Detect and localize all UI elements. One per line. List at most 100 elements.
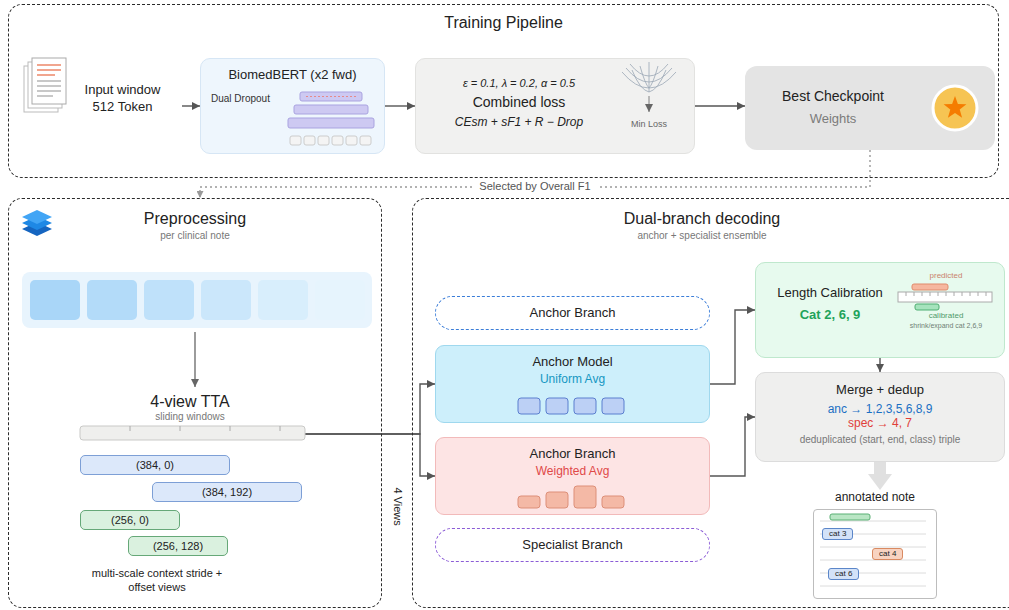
box-title: annotated note: [805, 490, 945, 505]
note-chunk-band-part: [201, 280, 251, 320]
box-text: sliding windows: [75, 411, 305, 423]
view-count-label: 4 Views: [390, 477, 403, 537]
layers-icon-part: [22, 216, 52, 230]
text-column: Anchor ModelUniform Avg: [436, 354, 709, 386]
text-column: BiomedBERT (x2 fwd) Dual Dropout: [211, 67, 374, 105]
layers-icon-part: [22, 222, 52, 236]
text-column: Input window 512 Token: [80, 52, 165, 116]
box-title: (256, 128): [129, 537, 227, 555]
text-column: Best CheckpointWeights: [753, 74, 913, 126]
text-column: 4-view TTAsliding windows: [75, 392, 305, 423]
box-text: anchor + specialist ensemble: [413, 230, 991, 242]
encoder-layers-icon-part: [318, 136, 329, 145]
uniform-weights-icon-part: [546, 398, 568, 414]
checkpoint-box: Best CheckpointWeights: [745, 66, 995, 150]
note-lines: [820, 514, 926, 586]
length-ruler-icon: [898, 284, 992, 310]
input-window: Input window 512 Token: [20, 52, 180, 142]
length-ruler-icon-part: [915, 304, 939, 310]
box-title: ε = 0.1, λ = 0.2, α = 0.5: [424, 77, 614, 90]
box-title: (384, 0): [81, 456, 229, 474]
loss-surface-icon-part: [630, 64, 668, 76]
box-text: Uniform Avg: [436, 372, 709, 386]
view-arrow: [305, 384, 435, 434]
encoder-layers-icon-part: [290, 136, 301, 145]
uniform-weights-icon-part: [574, 398, 596, 414]
note-label: multi-scale context stride + offset view…: [82, 566, 232, 595]
edge-label: Selected by Overall F1: [473, 180, 596, 193]
encoder-layers-icon: [288, 92, 374, 145]
box-text: Combined loss: [424, 94, 614, 111]
box-title: Best Checkpoint: [753, 88, 913, 105]
box-text: Cat 2, 6, 9: [764, 307, 896, 323]
box-text: cat 3: [822, 528, 853, 540]
box-title: Length Calibration: [764, 285, 896, 301]
text-column: Specialist Branch: [436, 529, 709, 560]
preprocessing-panel: Preprocessingper clinical note4-view TTA…: [8, 198, 382, 608]
box-title: Anchor Branch: [436, 297, 709, 328]
box-title: Training Pipeline: [9, 13, 998, 32]
box-text: Weighted Avg: [436, 464, 709, 478]
note-chunk-band-part: [30, 280, 80, 320]
box-title: Anchor Branch: [436, 446, 709, 462]
window-pill: (256, 0): [80, 510, 180, 530]
encoder-layers-icon-part: [306, 96, 356, 97]
encoder-layers-icon-part: [346, 136, 357, 145]
text-column: Min Loss: [614, 67, 684, 130]
layers-icon-part: [22, 210, 52, 224]
note-lines-part: [830, 514, 870, 520]
box-text: shrink/expand cat 2,6,9: [896, 321, 996, 330]
weighted-weights-icon-part: [602, 496, 624, 508]
box-text: cat 4: [872, 548, 903, 560]
flow-arrow: [879, 358, 880, 372]
encoder-layers-icon-part: [332, 136, 343, 145]
flow-arrow: [385, 105, 415, 106]
text-column: (384, 192): [153, 483, 301, 501]
document-icon-part: [28, 62, 62, 108]
loss-box: ε = 0.1, λ = 0.2, α = 0.5Combined lossCE…: [415, 58, 695, 154]
note-sheet: cat 3 cat 4 cat 6: [813, 509, 937, 599]
flow-arrow: [710, 417, 755, 476]
length-ruler-icon-part: [898, 292, 992, 302]
box-text: CEsm + sF1 + R − Drop: [424, 115, 614, 129]
box-title: (384, 192): [153, 483, 301, 501]
box-title: Anchor Model: [436, 354, 709, 370]
loss-surface-icon-part: [626, 68, 672, 82]
checkpoint-star-icon: [933, 86, 977, 130]
box-title: Specialist Branch: [436, 529, 709, 560]
window-ruler-part: [80, 426, 305, 440]
box-text: per clinical note: [9, 230, 381, 242]
window-pill: (384, 0): [80, 455, 230, 475]
encoder-layers-icon-part: [300, 92, 362, 101]
branch-pill: Anchor Branch: [435, 296, 710, 330]
document-icon-part: [24, 66, 58, 112]
encoder-layers-icon-part: [304, 136, 315, 145]
length-ruler-icon-part: [912, 284, 948, 290]
layers-icon: [22, 210, 52, 236]
box-text: Dual Dropout: [211, 93, 374, 105]
checkpoint-star-icon-part: [944, 96, 967, 118]
box-text: spec → 4, 7: [762, 416, 998, 430]
tta-group: 4-view TTAsliding windows: [75, 392, 305, 444]
uniform-weights-icon-part: [518, 398, 540, 414]
box-title: (256, 0): [81, 511, 179, 529]
output-arrow: [874, 462, 886, 476]
text-column: Anchor BranchWeighted Avg: [436, 446, 709, 478]
box-title: BiomedBERT (x2 fwd): [211, 67, 374, 83]
text-column: annotated note: [805, 490, 945, 505]
weighted-weights-icon-part: [546, 492, 568, 508]
note-lines-part: [820, 521, 926, 586]
text-column: Length CalibrationCat 2, 6, 9: [764, 271, 896, 330]
decoding-panel: Dual-branch decoding anchor + specialist …: [412, 198, 1009, 608]
note-chunk-band-part: [144, 280, 194, 320]
box-text: deduplicated (start, end, class) triple: [762, 434, 998, 446]
box-title: Dual-branch decoding: [413, 209, 991, 228]
text-column: Merge + dedupanc → 1,2,3,5,6,8,9spec → 4…: [762, 382, 998, 446]
encoder-layers-icon-part: [294, 105, 368, 114]
note-chunk-band: [22, 272, 372, 387]
view-arrow: [305, 434, 435, 476]
box-text: cat 6: [828, 568, 859, 580]
document-icon-part: [37, 65, 61, 75]
merge-box: Merge + dedupanc → 1,2,3,5,6,8,9spec → 4…: [755, 372, 1005, 462]
output-note: annotated note cat 3 cat 4 cat 6: [805, 490, 945, 604]
